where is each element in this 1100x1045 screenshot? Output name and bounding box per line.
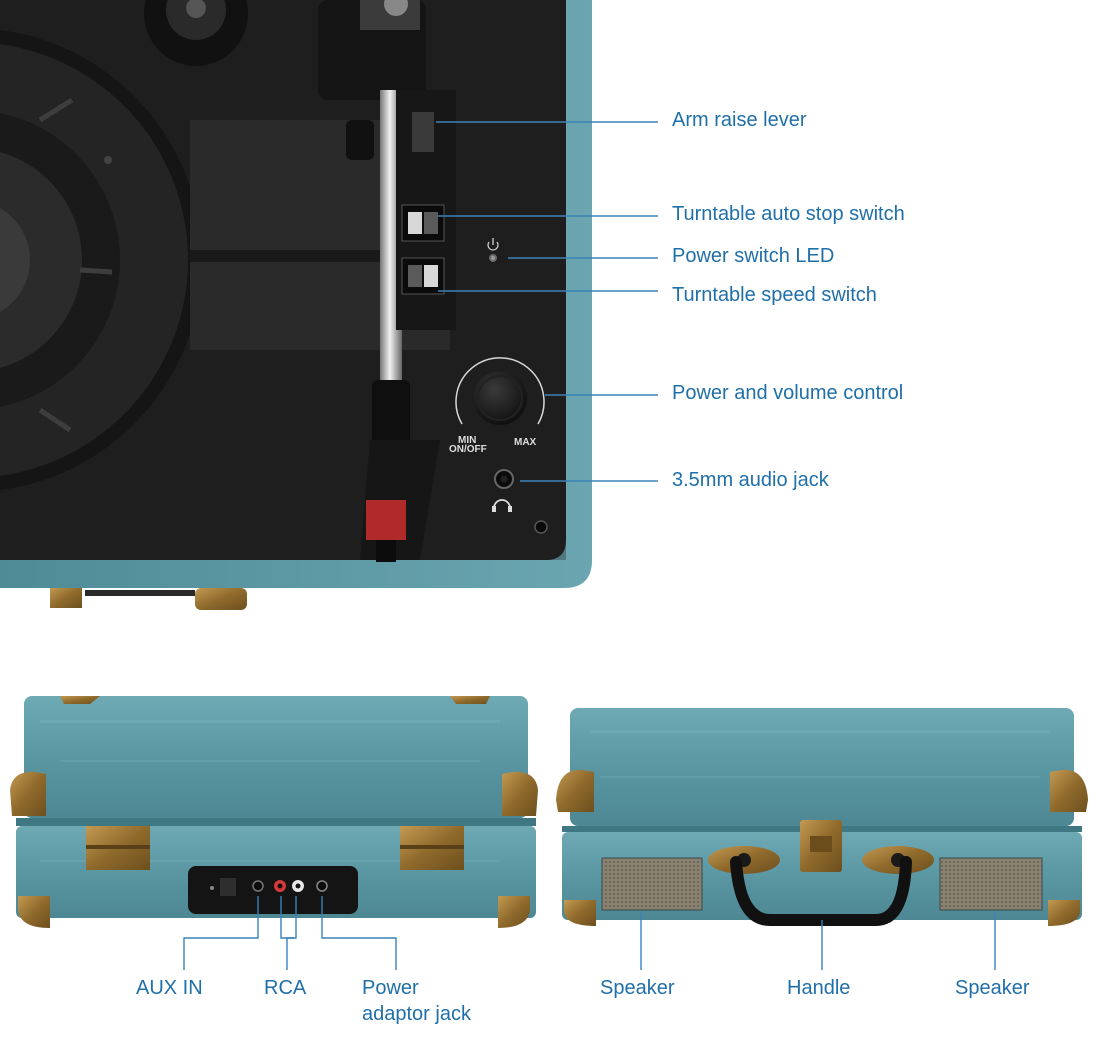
platter [0, 29, 202, 491]
on-off-label: ON/OFF [449, 444, 487, 455]
max-label: MAX [514, 437, 537, 448]
callout-rca: RCA [264, 977, 307, 999]
speed-switch [401, 257, 445, 295]
callout-speed-switch: Turntable speed switch [672, 284, 877, 306]
callout-power-jack-line1: Power [362, 977, 419, 999]
callout-power-volume: Power and volume control [672, 382, 904, 404]
callout-arm-raise-lever: Arm raise lever [672, 109, 807, 131]
top-leader-lines [436, 121, 658, 482]
callout-aux-in: AUX IN [136, 977, 203, 999]
back-leader-lines [183, 896, 397, 970]
min-label: MIN [458, 435, 477, 446]
callout-audio-jack: 3.5mm audio jack [672, 469, 829, 491]
callout-power-led: Power switch LED [672, 245, 835, 267]
front-view-case [556, 708, 1088, 926]
audio-jack [494, 469, 514, 489]
power-led [489, 254, 497, 262]
callout-handle: Handle [787, 977, 851, 999]
front-leader-lines [640, 912, 996, 970]
callout-speaker-left: Speaker [600, 977, 675, 999]
power-icon [487, 238, 499, 251]
callout-power-jack-line2: adaptor jack [362, 1003, 471, 1025]
connector-panel [188, 866, 358, 914]
headphone-icon [492, 499, 512, 512]
callout-speaker-right: Speaker [955, 977, 1030, 999]
auto-stop-switch [401, 204, 445, 242]
volume-knob [455, 357, 545, 425]
back-view-case [10, 696, 538, 928]
callout-auto-stop-switch: Turntable auto stop switch [672, 203, 905, 225]
turntable-top-deck [0, 0, 592, 610]
